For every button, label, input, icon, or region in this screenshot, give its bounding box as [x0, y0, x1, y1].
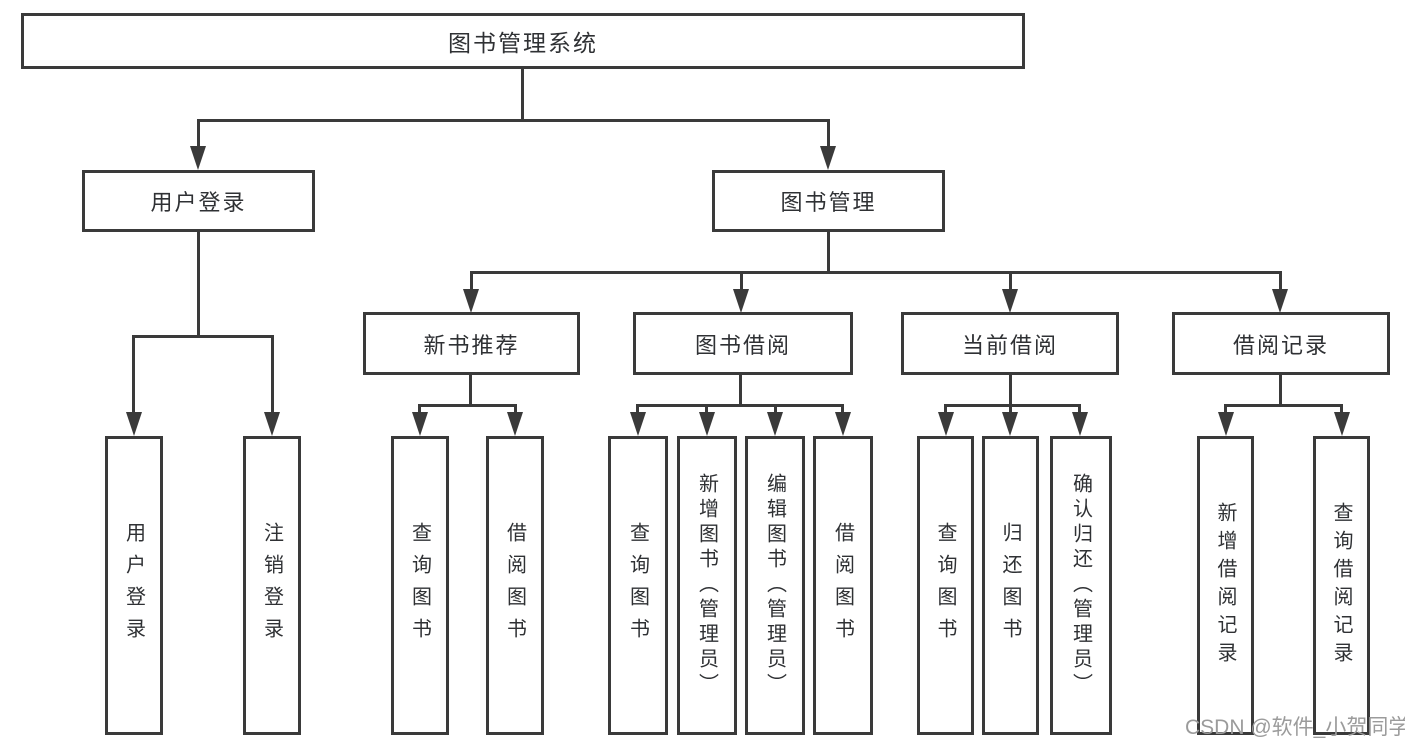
leaf-query-book-current-label: 查询图书: [934, 521, 956, 650]
node-user-login-label: 用户登录: [150, 190, 247, 215]
arrowhead-leaf-add-book: [699, 412, 715, 436]
connector-new-book-stem: [469, 375, 472, 406]
connector-book-borrow-drop: [740, 271, 743, 293]
connector-book-management-bar: [470, 271, 1282, 274]
connector-leaf-add-record-drop: [1224, 404, 1227, 414]
leaf-confirm-return-admin: 确认归还（管理员）: [1050, 436, 1112, 735]
leaf-logout-label: 注销登录: [260, 521, 283, 650]
connector-book-borrow-stem: [739, 375, 742, 407]
arrowhead-new-book: [463, 289, 479, 313]
leaf-query-book-current: 查询图书: [917, 436, 974, 735]
connector-leaf-edit-book-drop: [774, 404, 777, 414]
arrowhead-book-management: [820, 146, 836, 170]
node-book-management: 图书管理: [712, 170, 945, 232]
connector-borrow-record-drop: [1279, 271, 1282, 293]
leaf-user-login: 用户登录: [105, 436, 163, 735]
connector-leaf-borrow1-drop: [514, 404, 517, 414]
leaf-query-book-recommend: 查询图书: [391, 436, 449, 735]
connector-current-borrow-stem: [1009, 375, 1012, 407]
arrowhead-leaf-query2: [630, 412, 646, 436]
connector-borrow-record-stem: [1279, 375, 1282, 407]
connector-leaf-logout-drop: [271, 335, 274, 415]
connector-book-management-drop: [827, 119, 830, 149]
connector-leaf-login-drop: [132, 335, 135, 415]
arrowhead-leaf-query1: [412, 412, 428, 436]
connector-borrow-record-bar: [1224, 404, 1343, 407]
arrowhead-leaf-return: [1002, 412, 1018, 436]
connector-new-book-bar: [418, 404, 517, 407]
arrowhead-leaf-logout: [264, 412, 280, 436]
leaf-add-book-admin: 新增图书（管理员）: [677, 436, 737, 735]
leaf-query-book-borrow-label: 查询图书: [626, 521, 649, 650]
connector-leaf-query-record-drop: [1340, 404, 1343, 414]
leaf-query-book-recommend-label: 查询图书: [408, 521, 431, 650]
node-book-borrow: 图书借阅: [633, 312, 853, 375]
node-borrow-record: 借阅记录: [1172, 312, 1390, 375]
arrowhead-leaf-query3: [938, 412, 954, 436]
arrowhead-borrow-record: [1272, 289, 1288, 313]
node-current-borrow-label: 当前借阅: [961, 332, 1058, 358]
arrowhead-leaf-borrow1: [507, 412, 523, 436]
node-new-book-recommend: 新书推荐: [363, 312, 580, 375]
connector-root-stem: [521, 69, 524, 121]
node-root: 图书管理系统: [21, 13, 1025, 69]
connector-book-management-stem: [827, 232, 830, 274]
connector-user-login-stem: [197, 232, 200, 338]
connector-leaf-query3-drop: [944, 404, 947, 414]
arrowhead-leaf-login: [126, 412, 142, 436]
leaf-query-borrow-record: 查询借阅记录: [1313, 436, 1370, 735]
leaf-borrow-book-recommend: 借阅图书: [486, 436, 544, 735]
node-new-book-recommend-label: 新书推荐: [423, 332, 520, 358]
arrowhead-leaf-query-record: [1334, 412, 1350, 436]
connector-leaf-query2-drop: [636, 404, 639, 414]
node-book-management-label: 图书管理: [780, 190, 877, 215]
leaf-edit-book-admin: 编辑图书（管理员）: [745, 436, 805, 735]
connector-leaf-add-book-drop: [705, 404, 708, 414]
leaf-borrow-book: 借阅图书: [813, 436, 873, 735]
node-book-borrow-label: 图书借阅: [694, 332, 791, 358]
connector-book-borrow-bar: [636, 404, 844, 407]
leaf-user-login-label: 用户登录: [122, 521, 145, 650]
watermark-text: CSDN @软件_小贺同学: [1185, 716, 1405, 739]
leaf-return-book-label: 归还图书: [999, 521, 1021, 650]
connector-leaf-query1-drop: [418, 404, 421, 414]
connector-leaf-confirm-drop: [1078, 404, 1081, 414]
arrowhead-leaf-edit-book: [767, 412, 783, 436]
connector-current-borrow-drop: [1009, 271, 1012, 293]
leaf-borrow-book-recommend-label: 借阅图书: [503, 521, 526, 650]
connector-new-book-drop: [470, 271, 473, 293]
arrowhead-leaf-add-record: [1218, 412, 1234, 436]
leaf-edit-book-admin-label: 编辑图书（管理员）: [763, 473, 786, 698]
connector-user-login-bar: [132, 335, 274, 338]
connector-current-borrow-bar: [944, 404, 1081, 407]
leaf-logout: 注销登录: [243, 436, 301, 735]
leaf-query-book-borrow: 查询图书: [608, 436, 668, 735]
node-user-login: 用户登录: [82, 170, 315, 232]
arrowhead-book-borrow: [733, 289, 749, 313]
leaf-query-borrow-record-label: 查询借阅记录: [1330, 501, 1352, 670]
leaf-add-borrow-record: 新增借阅记录: [1197, 436, 1254, 735]
arrowhead-current-borrow: [1002, 289, 1018, 313]
node-current-borrow: 当前借阅: [901, 312, 1119, 375]
arrowhead-user-login: [190, 146, 206, 170]
arrowhead-leaf-borrow2: [835, 412, 851, 436]
arrowhead-leaf-confirm: [1072, 412, 1088, 436]
leaf-add-book-admin-label: 新增图书（管理员）: [695, 473, 718, 698]
connector-leaf-return-drop: [1009, 404, 1012, 414]
leaf-confirm-return-admin-label: 确认归还（管理员）: [1069, 473, 1092, 698]
connector-user-login-drop: [197, 119, 200, 149]
leaf-add-borrow-record-label: 新增借阅记录: [1214, 501, 1236, 670]
connector-root-bar: [197, 119, 830, 122]
leaf-borrow-book-label: 借阅图书: [831, 521, 854, 650]
leaf-return-book: 归还图书: [982, 436, 1039, 735]
node-root-label: 图书管理系统: [448, 30, 598, 56]
node-borrow-record-label: 借阅记录: [1232, 332, 1329, 358]
connector-leaf-borrow2-drop: [841, 404, 844, 414]
